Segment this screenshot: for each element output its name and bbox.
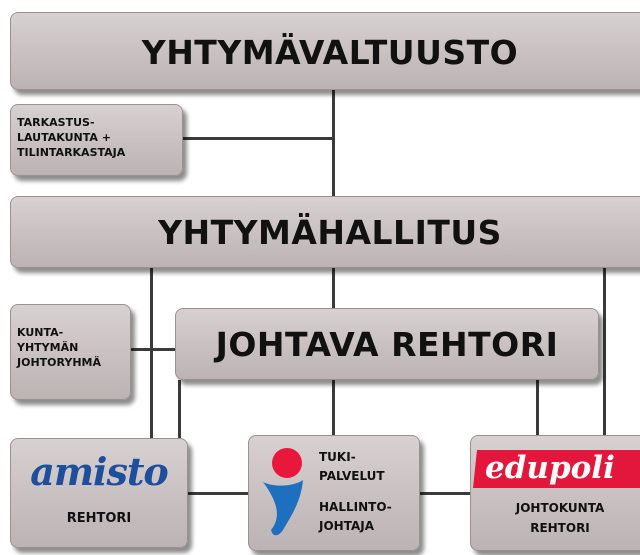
amisto-box: amisto REHTORI <box>10 438 188 548</box>
tukipalvelut-logo-icon <box>263 448 303 536</box>
hallitus-box: YHTYMÄHALLITUS <box>10 196 640 268</box>
johtoryhma-line-2: YHTYMÄN <box>17 341 79 354</box>
johtoryhma-line-1: KUNTA- <box>17 326 64 339</box>
connector-hallitus-left <box>150 268 153 438</box>
amisto-label: REHTORI <box>66 511 132 526</box>
edupoli-line-1: JOHTOKUNTA <box>515 501 605 515</box>
connector-rehtori-left <box>178 380 181 438</box>
hallitus-title: YHTYMÄHALLITUS <box>158 213 502 252</box>
tarkastus-line-3: TILINTARKASTAJA <box>17 146 126 159</box>
johtoryhma-box: KUNTA- YHTYMÄN JOHTORYHMÄ <box>10 304 131 400</box>
rehtori-box: JOHTAVA REHTORI <box>175 308 599 380</box>
connector-bottom-right <box>420 492 470 495</box>
connector-bottom-left <box>188 492 248 495</box>
tuki-line-1: TUKI- <box>319 450 356 464</box>
connector-tarkastus <box>183 137 335 140</box>
tarkastus-box: TARKASTUS- LAUTAKUNTA + TILINTARKASTAJA <box>10 104 183 176</box>
amisto-logo: amisto <box>30 449 169 494</box>
edupoli-label: JOHTOKUNTA REHTORI <box>471 498 640 538</box>
valtuusto-box: YHTYMÄVALTUUSTO <box>10 12 640 90</box>
tuki-line-3: HALLINTO- <box>319 500 392 514</box>
valtuusto-title: YHTYMÄVALTUUSTO <box>141 33 519 72</box>
connector-hallitus-right <box>603 268 606 438</box>
johtoryhma-line-3: JOHTORYHMÄ <box>17 356 102 369</box>
connector-johtoryhma <box>131 348 175 351</box>
edupoli-line-2: REHTORI <box>530 521 590 535</box>
edupoli-box: edupoli JOHTOKUNTA REHTORI <box>470 435 640 551</box>
connector-rehtori-mid <box>332 380 335 438</box>
tuki-line-2: PALVELUT <box>319 469 385 483</box>
tarkastus-label: TARKASTUS- LAUTAKUNTA + TILINTARKASTAJA <box>17 115 125 160</box>
connector-rehtori-right <box>536 380 539 438</box>
connector-main-vertical-top <box>332 90 335 198</box>
edupoli-logo-text: edupoli <box>485 450 615 486</box>
tukipalvelut-label: TUKI- PALVELUT HALLINTO- JOHTAJA <box>319 448 392 536</box>
tukipalvelut-box: TUKI- PALVELUT HALLINTO- JOHTAJA <box>248 435 420 551</box>
tuki-line-4: JOHTAJA <box>319 519 375 533</box>
tarkastus-line-2: LAUTAKUNTA + <box>17 131 111 144</box>
connector-hallitus-rehtori <box>332 268 335 310</box>
rehtori-title: JOHTAVA REHTORI <box>215 325 559 364</box>
johtoryhma-label: KUNTA- YHTYMÄN JOHTORYHMÄ <box>17 325 101 370</box>
tarkastus-line-1: TARKASTUS- <box>17 116 95 129</box>
